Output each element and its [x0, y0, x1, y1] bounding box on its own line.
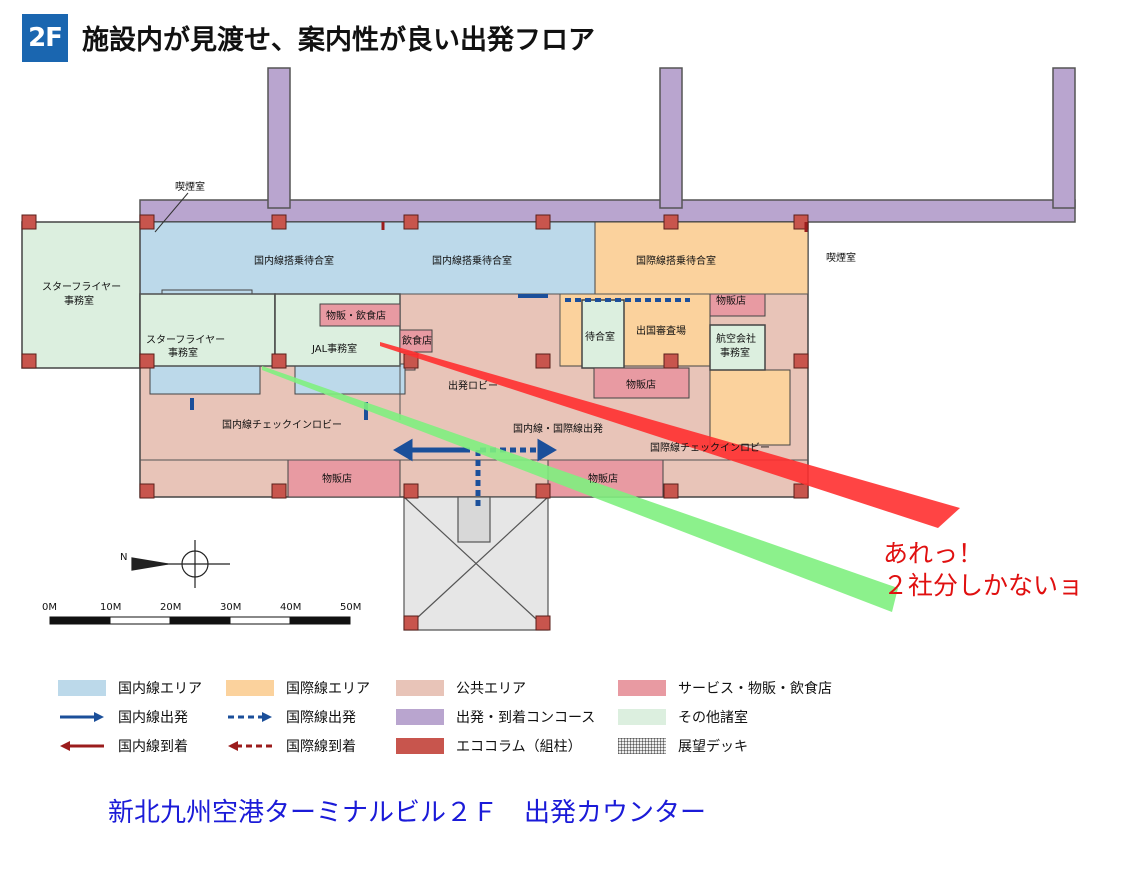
legend-domestic-arrival: 国内線到着: [58, 736, 188, 756]
label-dom-intl-departure: 国内線・国際線出発: [513, 422, 603, 435]
scale-tick-0: 0M: [42, 602, 57, 613]
label-dom-waiting-1: 国内線搭乗待合室: [254, 254, 334, 267]
scale-tick-5: 50M: [340, 602, 361, 613]
label-smoking-left: 喫煙室: [175, 180, 205, 193]
label-intl-waiting: 国際線搭乗待合室: [636, 254, 716, 267]
label-shop-bottom-left: 物販店: [322, 472, 352, 485]
scale-bar: [49, 616, 351, 625]
label-star-flyer-inner-2: 事務室: [168, 346, 198, 359]
compass-label: N: [120, 552, 127, 563]
floor-badge: 2F: [22, 14, 68, 62]
label-intl-checkin: 国際線チェックインロビー: [650, 441, 770, 454]
scale-tick-2: 20M: [160, 602, 181, 613]
observation-deck: [403, 496, 549, 631]
annotation-note: あれっ！ ２社分しかないョ: [883, 538, 1083, 602]
scale-tick-3: 30M: [220, 602, 241, 613]
eco-columns: [21, 214, 809, 631]
legend-domestic-departure: 国内線出発: [58, 707, 188, 727]
annotation-line-2: ２社分しかないョ: [883, 571, 1084, 600]
label-airline-office-1: 航空会社: [716, 332, 756, 345]
page-title: 施設内が見渡せ、案内性が良い出発フロア: [82, 25, 595, 56]
label-restaurant: 飲食店: [402, 334, 432, 347]
label-shop-small: 物販店: [716, 294, 746, 307]
legend-eco-column: エココラム（組柱）: [396, 736, 582, 756]
label-star-flyer-inner-1: スターフライヤー: [146, 334, 225, 346]
green-annotation-beam: [262, 366, 898, 612]
legend-public-area: 公共エリア: [396, 678, 526, 698]
legend-domestic-area: 国内線エリア: [58, 678, 202, 698]
legend-other-rooms: その他諸室: [618, 707, 748, 727]
scale-tick-4: 40M: [280, 602, 301, 613]
legend-concourse: 出発・到着コンコース: [396, 707, 595, 727]
legend-international-departure: 国際線出発: [226, 707, 356, 727]
legend-international-arrival: 国際線到着: [226, 736, 356, 756]
annotation-line-1: あれっ！: [883, 539, 984, 568]
legend-observation-deck: 展望デッキ: [618, 736, 748, 756]
caption: 新北九州空港ターミナルビル２Ｆ 出発カウンター: [108, 798, 707, 828]
other-rooms-area: [21, 221, 766, 371]
concourse-area: [139, 67, 1076, 223]
compass-icon: [131, 540, 230, 588]
label-shop-food: 物販・飲食店: [326, 309, 386, 322]
label-airline-office-2: 事務室: [720, 346, 750, 359]
label-dom-checkin: 国内線チェックインロビー: [222, 418, 342, 431]
label-shop-center: 物販店: [626, 378, 656, 391]
scale-tick-1: 10M: [100, 602, 121, 613]
departure-flow-arrows: [190, 294, 690, 510]
legend-service-area: サービス・物販・飲食店: [618, 678, 832, 698]
label-smoking-right: 喫煙室: [826, 251, 856, 264]
label-shop-bottom-right: 物販店: [588, 472, 618, 485]
label-dom-waiting-2: 国内線搭乗待合室: [432, 254, 512, 267]
label-star-flyer-outer-2: 事務室: [64, 294, 94, 307]
red-annotation-beam: [380, 342, 960, 528]
label-jal-office: JAL事務室: [311, 342, 357, 355]
label-star-flyer-outer-1: スターフライヤー: [42, 281, 121, 293]
legend-international-area: 国際線エリア: [226, 678, 370, 698]
label-departure-lobby: 出発ロビー: [448, 379, 498, 392]
label-immigration: 出国審査場: [636, 324, 686, 337]
map-legend: 国内線エリア 国際線エリア 公共エリア サービス・物販・飲食店 国内線出発 国際…: [58, 678, 858, 762]
label-waiting-room: 待合室: [585, 330, 615, 343]
